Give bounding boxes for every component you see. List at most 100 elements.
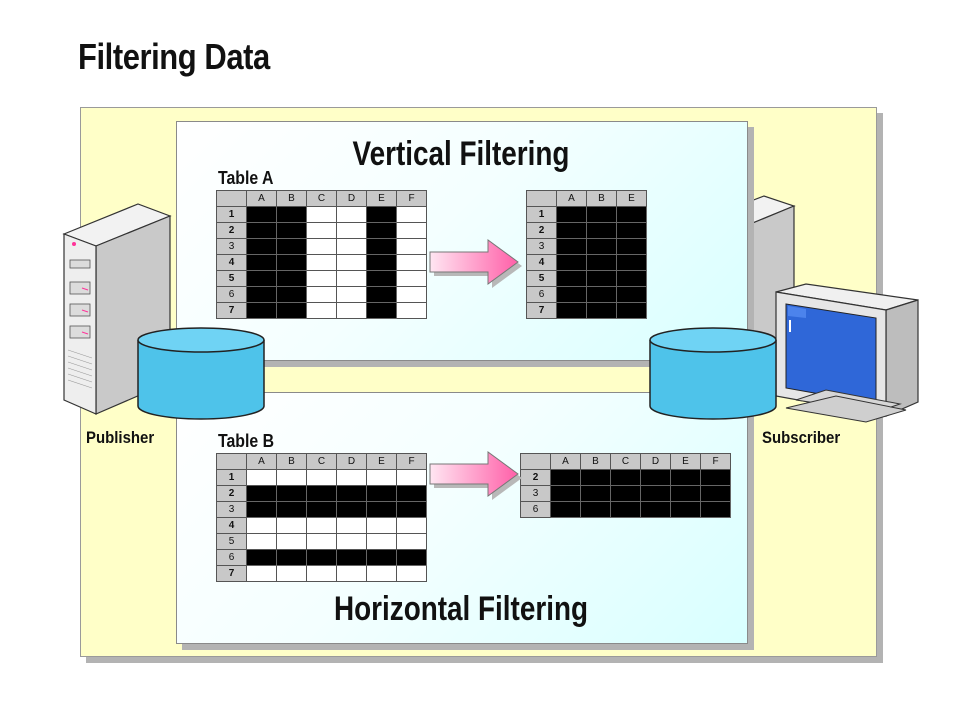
table-b-cell — [396, 469, 427, 486]
table-a-result-cell — [556, 286, 587, 303]
table-b-column-header: D — [336, 453, 367, 470]
table-a-cell — [336, 254, 367, 271]
table-a-result-cell — [586, 286, 617, 303]
table-b-cell — [366, 469, 397, 486]
table-b-result-cell — [610, 469, 641, 486]
table-a-cell — [336, 302, 367, 319]
table-a-cell — [306, 254, 337, 271]
table-a-result-row: 5 — [526, 270, 647, 287]
table-a-row: 2 — [216, 222, 427, 239]
table-b-cell — [366, 501, 397, 518]
table-b-cell — [246, 501, 277, 518]
table-a-row: 4 — [216, 254, 427, 271]
table-a-row-header: 6 — [216, 286, 247, 303]
table-b-cell — [246, 565, 277, 582]
subscriber-monitor-icon — [775, 283, 919, 423]
table-a-result-row-header: 5 — [526, 270, 557, 287]
table-a-cell — [336, 238, 367, 255]
table-a-result-cell — [556, 238, 587, 255]
table-a-row-header: 3 — [216, 238, 247, 255]
table-a-cell — [336, 206, 367, 223]
table-b-cell — [366, 517, 397, 534]
table-a-cell — [366, 270, 397, 287]
table-a-result-cell — [586, 302, 617, 319]
table-a-cell — [396, 238, 427, 255]
table-a-result-cell — [586, 270, 617, 287]
table-b-cell — [366, 485, 397, 502]
table-a-result-cell — [556, 222, 587, 239]
table-a-cell — [336, 270, 367, 287]
table-a-row: 6 — [216, 286, 427, 303]
table-b-cell — [276, 501, 307, 518]
table-a-result-row: 2 — [526, 222, 647, 239]
table-b-cell — [276, 533, 307, 550]
table-a-result-column-header: A — [556, 190, 587, 207]
table-b-row: 6 — [216, 549, 427, 566]
publisher-label: Publisher — [86, 428, 155, 447]
table-a-result-cell — [556, 302, 587, 319]
table-b-cell — [276, 549, 307, 566]
table-a-result-cell — [616, 302, 647, 319]
table-a-cell — [366, 286, 397, 303]
table-b-row: 5 — [216, 533, 427, 550]
table-b-row-header: 5 — [216, 533, 247, 550]
table-b-result-row: 2 — [520, 469, 731, 486]
table-a-row-header: 5 — [216, 270, 247, 287]
table-b-cell — [396, 517, 427, 534]
table-b-result-cell — [640, 469, 671, 486]
table-a-row-header: 4 — [216, 254, 247, 271]
table-a-cell — [246, 222, 277, 239]
table-b-row-header: 6 — [216, 549, 247, 566]
table-a-result-row-header: 6 — [526, 286, 557, 303]
table-b-cell — [366, 549, 397, 566]
table-a-result-cell — [616, 286, 647, 303]
table-b-result-row: 3 — [520, 485, 731, 502]
table-a-result-row-header: 1 — [526, 206, 557, 223]
vertical-arrow-icon — [429, 239, 522, 288]
table-b-cell — [336, 469, 367, 486]
table-a-result-row: 3 — [526, 238, 647, 255]
table-a-column-header: E — [366, 190, 397, 207]
table-a-row-header: 1 — [216, 206, 247, 223]
table-a-cell — [306, 206, 337, 223]
table-b-cell — [276, 485, 307, 502]
table-a-row: 1 — [216, 206, 427, 223]
table-a-result-row: 7 — [526, 302, 647, 319]
table-a-row-header: 7 — [216, 302, 247, 319]
table-b-result-column-header: C — [610, 453, 641, 470]
table-a-result-cell — [586, 254, 617, 271]
table-b-result-row-header: 6 — [520, 501, 551, 518]
table-a-cell — [366, 254, 397, 271]
table-a-cell — [246, 270, 277, 287]
table-b-cell — [396, 485, 427, 502]
table-a-result-row-header: 3 — [526, 238, 557, 255]
table-a-cell — [276, 206, 307, 223]
table-b-result-cell — [610, 501, 641, 518]
table-a-cell — [336, 286, 367, 303]
table-a-cell — [366, 206, 397, 223]
table-b-cell — [396, 533, 427, 550]
table-a-result-cell — [616, 254, 647, 271]
table-a-cell — [246, 302, 277, 319]
slide-title: Filtering Data — [78, 36, 270, 77]
table-b-cell — [336, 485, 367, 502]
table-a-result-row-header: 2 — [526, 222, 557, 239]
table-b-result-column-header: F — [700, 453, 731, 470]
table-b-cell — [396, 501, 427, 518]
table-b-corner-cell — [216, 453, 247, 470]
table-b-row-header: 7 — [216, 565, 247, 582]
table-b-column-header: A — [246, 453, 277, 470]
table-a-result-row: 6 — [526, 286, 647, 303]
table-b-row: 2 — [216, 485, 427, 502]
horizontal-arrow-icon — [429, 451, 522, 500]
table-b-column-header: E — [366, 453, 397, 470]
table-a-label: Table A — [218, 168, 274, 188]
table-b-cell — [246, 533, 277, 550]
table-b-result-cell — [640, 485, 671, 502]
table-b-cell — [336, 501, 367, 518]
table-b-result-column-header: A — [550, 453, 581, 470]
table-a-result-cell — [616, 222, 647, 239]
table-a-result-cell — [616, 206, 647, 223]
